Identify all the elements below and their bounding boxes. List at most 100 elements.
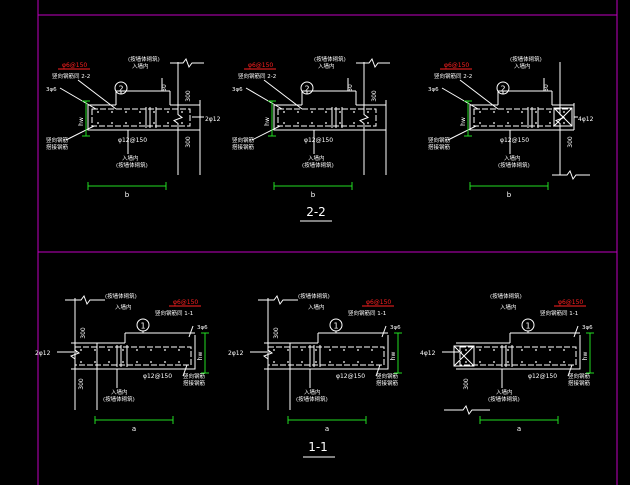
rebar-dot <box>178 349 180 351</box>
rebar-dot <box>493 349 495 351</box>
rebar-dot <box>125 111 127 113</box>
rebar-dot <box>563 111 565 113</box>
rebar-dot <box>563 361 565 363</box>
tie-note: 2φ12 <box>228 350 244 357</box>
rebar-dot <box>493 111 495 113</box>
bar-leader <box>573 325 579 338</box>
rebar-dot <box>150 349 152 351</box>
rebar-dot <box>563 349 565 351</box>
rebar-dot <box>549 361 551 363</box>
dim-300-bottom: 300 <box>78 378 85 390</box>
drawing-frame <box>37 0 618 485</box>
vertical-bar-note: 竖向钢筋同 2-2 <box>238 72 276 80</box>
dim-300-bottom: 300 <box>185 136 192 148</box>
end-column-cross-b <box>553 107 573 127</box>
dim-b-label: b <box>507 191 512 199</box>
wall-break-line-left <box>172 62 184 175</box>
rebar-dot <box>329 361 331 363</box>
rebar-dot <box>353 122 355 124</box>
rebar-dot <box>283 122 285 124</box>
rebar-dot <box>273 361 275 363</box>
bottom-note-1: 入墙内 <box>122 154 139 162</box>
wall-top-break <box>65 294 105 306</box>
rebar-cage <box>91 108 191 127</box>
rebar-dot <box>139 111 141 113</box>
left-note-1: 竖向钢筋 <box>232 136 255 144</box>
rebar-dot <box>367 111 369 113</box>
tie-note: 4φ12 <box>578 116 594 123</box>
left-note-1: 竖向钢筋 <box>46 136 69 144</box>
dim-50-label: 50 <box>543 84 550 92</box>
bottom-note-2: (按墙体砌筑) <box>116 161 148 169</box>
rebar-dot <box>311 122 313 124</box>
rebar-dot <box>297 111 299 113</box>
rebar-dot <box>479 349 481 351</box>
bottom-bar-note: φ12@150 <box>336 373 365 380</box>
rebar-dot <box>339 122 341 124</box>
rebar-dot <box>94 361 96 363</box>
bottom-note-1: 入墙内 <box>304 388 321 396</box>
rebar-dot <box>164 349 166 351</box>
tie-note: 2φ12 <box>35 350 51 357</box>
dim-300-bottom: 300 <box>463 378 470 390</box>
rebar-dot <box>371 361 373 363</box>
section-title-1-1-group: 1-1 <box>303 440 335 458</box>
slab-outline <box>71 335 196 370</box>
dim-b-label: b <box>311 191 316 199</box>
wall-note: (按墙体砌筑) <box>128 55 160 63</box>
detail-marker-number: 1 <box>525 322 530 331</box>
wall-top-break <box>258 294 298 306</box>
rebar-dot <box>139 122 141 124</box>
rebar-dot <box>563 122 565 124</box>
rebar-dot <box>150 361 152 363</box>
left-leader <box>447 125 477 141</box>
end-column-box <box>453 345 475 367</box>
rebar-dot <box>178 361 180 363</box>
wall-note: (按墙体砌筑) <box>510 55 542 63</box>
bar-leader <box>59 87 97 110</box>
wall-note-2: 入墙内 <box>514 62 531 70</box>
wall-top-break <box>356 57 390 69</box>
rebar-dot <box>122 349 124 351</box>
rebar-dot <box>287 361 289 363</box>
vertical-bar-note: 竖向钢筋同 2-2 <box>434 72 472 80</box>
slab-outline-bottom <box>273 105 386 131</box>
side-note-leader <box>263 79 303 110</box>
bar-leader <box>245 87 283 110</box>
dim-a-label: a <box>517 425 521 433</box>
vertical-bar-note: 竖向钢筋同 1-1 <box>155 309 193 317</box>
vertical-bar-note: 竖向钢筋同 1-1 <box>348 309 386 317</box>
bottom-bar-note: φ12@150 <box>528 373 557 380</box>
rebar-dot <box>535 361 537 363</box>
dim-300-top: 300 <box>273 327 280 339</box>
dim-300-top: 300 <box>80 327 87 339</box>
rebar-dot <box>111 111 113 113</box>
rebar-dot <box>301 361 303 363</box>
bar-count-note: 3φ6 <box>428 87 439 93</box>
rebar-dot <box>315 349 317 351</box>
bottom-bar-note: φ12@150 <box>500 137 529 144</box>
bottom-note-1: 入墙内 <box>111 388 128 396</box>
rebar-dot <box>549 122 551 124</box>
detail-marker-number: 2 <box>118 85 123 94</box>
rebar-dot <box>521 111 523 113</box>
rebar-dot <box>465 349 467 351</box>
rebar-dot <box>111 122 113 124</box>
section-title-2-2-group: 2-2 <box>300 205 332 222</box>
red-spacing-note: φ6@150 <box>558 299 583 306</box>
rebar-dot <box>357 349 359 351</box>
wall-break-line-left <box>358 62 370 175</box>
left-note-2: 搭接钢筋 <box>428 143 451 151</box>
rebar-dot <box>325 111 327 113</box>
rebar-cage <box>277 108 377 127</box>
rebar-dot <box>325 122 327 124</box>
red-spacing-note: φ6@150 <box>248 62 273 69</box>
end-bottom-break <box>444 404 490 416</box>
rebar-dot <box>465 361 467 363</box>
left-note-2: 搭接钢筋 <box>232 143 255 151</box>
vertical-bar-note: 竖向钢筋同 2-2 <box>52 72 90 80</box>
rebar-dot <box>136 349 138 351</box>
